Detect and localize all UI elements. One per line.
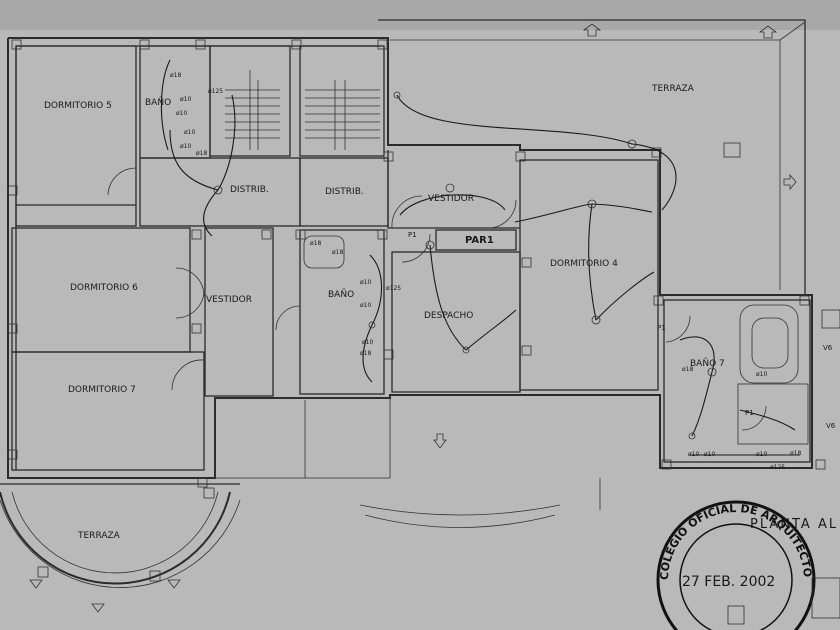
column-markers <box>7 39 826 488</box>
room-label-vestidor-left: VESTIDOR <box>206 295 252 305</box>
fixture-label: ø10 <box>756 371 767 378</box>
terrace-curved <box>0 483 241 613</box>
room-label-terraza-bottom: TERRAZA <box>77 531 121 541</box>
room-label-terraza-top: TERRAZA <box>651 84 695 94</box>
stamp-emblem-icon <box>727 605 745 625</box>
stamp-date: 27 FEB. 2002 <box>682 574 775 590</box>
fixture-label: ø10 <box>184 129 195 136</box>
arrow-down-icon <box>167 579 181 589</box>
fixture-label: ø18 <box>310 240 321 247</box>
fixture-label: ø18 <box>682 366 693 373</box>
fixture-label: ø18 <box>196 150 207 157</box>
room-label-distrib-1: DISTRIB. <box>230 185 269 195</box>
room-label-distrib-2: DISTRIB. <box>325 187 364 197</box>
arrow-down-icon <box>433 433 447 449</box>
room-label-dormitorio-5: DORMITORIO 5 <box>44 101 112 111</box>
electrical-circuits <box>160 59 800 456</box>
fixture-label: ø10 <box>756 451 767 458</box>
fixture-label: ø18 <box>332 249 343 256</box>
paper-top-edge <box>0 0 840 30</box>
mark-par1: PAR1 <box>465 235 494 246</box>
room-label-bano-7: BAÑO 7 <box>690 358 725 369</box>
arrow-up-icon <box>582 23 602 37</box>
edge-legend-box <box>811 577 840 619</box>
room-label-dormitorio-6: DORMITORIO 6 <box>70 283 138 293</box>
stair-treads-2 <box>305 80 380 150</box>
edge-marker <box>821 309 840 329</box>
arrow-up-icon <box>758 25 778 39</box>
arrow-down-icon <box>29 579 43 589</box>
fixture-label: ø18 <box>790 450 801 457</box>
room-label-despacho: DESPACHO <box>424 311 473 321</box>
arrow-down-icon <box>91 603 105 613</box>
mark-p1-b: P1 <box>657 324 666 332</box>
room-label-dormitorio-7: DORMITORIO 7 <box>68 385 136 395</box>
fixture-label: ø10 <box>176 110 187 117</box>
drain-symbol <box>723 142 741 158</box>
mark-v6-b: V6 <box>826 422 836 430</box>
fixture-label: ø125 <box>770 464 785 471</box>
fixture-label: ø18 <box>170 72 181 79</box>
room-label-vestidor-center: VESTIDOR <box>428 194 474 204</box>
mark-p1-a: P1 <box>408 231 417 239</box>
fixture-label: ø125 <box>208 88 223 95</box>
bathtub <box>303 235 345 269</box>
fixture-label: ø125 <box>386 285 401 292</box>
fixture-label: ø10 <box>180 143 191 150</box>
fixture-label: ø10 <box>180 96 191 103</box>
jacuzzi-tub <box>739 304 799 384</box>
fixture-label: ø10 <box>360 302 371 309</box>
mark-v6-a: V6 <box>823 344 833 352</box>
fixture-label: ø10 <box>362 339 373 346</box>
building-walls <box>7 37 813 528</box>
arrow-right-icon <box>783 173 797 191</box>
room-label-bano-top: BAÑO <box>145 97 171 108</box>
drawing-title: PLANTA AL <box>750 517 838 532</box>
room-label-dormitorio-4: DORMITORIO 4 <box>550 259 618 269</box>
terrace-top-outline <box>378 19 806 295</box>
fixture-label: ø10 <box>688 451 699 458</box>
mark-p1-c: P1 <box>745 409 754 417</box>
fixture-label: ø18 <box>360 350 371 357</box>
fixture-label: ø10 <box>704 451 715 458</box>
fixture-label: ø10 <box>360 279 371 286</box>
room-label-bano-mid: BAÑO <box>328 289 354 300</box>
